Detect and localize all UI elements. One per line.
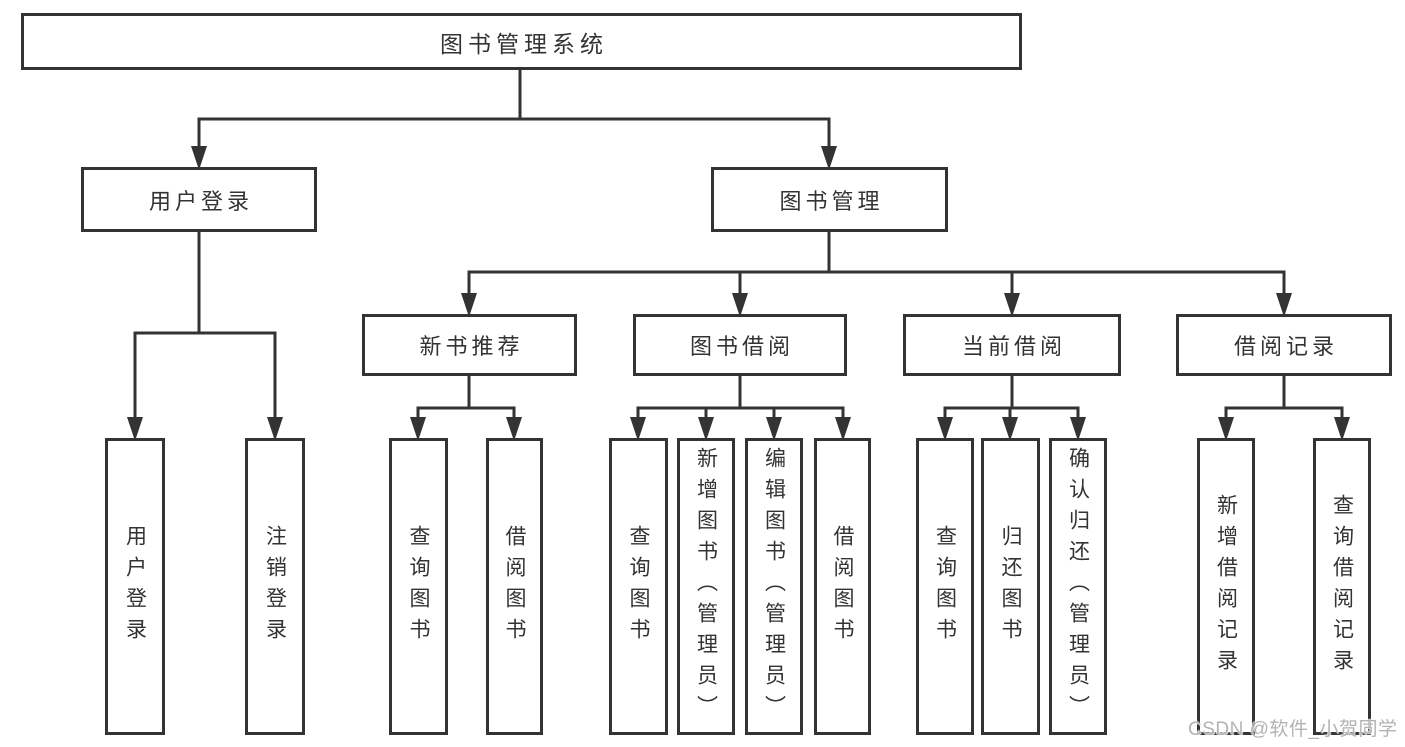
arrowhead	[835, 417, 851, 441]
leaf-borrow-book: 借阅图书	[814, 438, 871, 735]
leaf-return-book: 归还图书	[981, 438, 1040, 735]
arrowhead	[821, 146, 837, 170]
connector-book-borrowing-to-leaves	[636, 374, 845, 423]
leaf-edit-book-admin: 编辑图书（管理员）	[745, 438, 803, 735]
leaf-logout: 注销登录	[245, 438, 305, 735]
node-book-management: 图书管理	[711, 167, 948, 232]
arrowhead	[267, 417, 283, 441]
node-label: 借阅图书	[503, 524, 526, 649]
node-label: 图书管理	[779, 188, 884, 214]
leaf-add-borrow-record: 新增借阅记录	[1197, 438, 1255, 735]
leaf-borrow-book-recommend: 借阅图书	[486, 438, 543, 735]
arrowhead	[1218, 417, 1234, 441]
arrowhead	[191, 146, 207, 170]
node-user-login: 用户登录	[81, 167, 317, 232]
arrowhead	[127, 417, 143, 441]
leaf-query-book-recommend: 查询图书	[389, 438, 448, 735]
leaf-query-book-current: 查询图书	[916, 438, 974, 735]
arrowhead	[506, 417, 522, 441]
csdn-watermark: CSDN @软件_小贺同学	[1188, 719, 1398, 740]
node-label: 新书推荐	[419, 334, 524, 359]
node-label: 当前借阅	[961, 334, 1066, 359]
node-book-borrowing: 图书借阅	[633, 314, 847, 376]
leaf-confirm-return-admin: 确认归还（管理员）	[1049, 438, 1107, 735]
node-label: 查询图书	[627, 524, 650, 649]
arrowhead	[698, 417, 714, 441]
node-label: 借阅图书	[831, 524, 854, 649]
node-label: 查询借阅记录	[1330, 493, 1354, 680]
connector-book-management-to-level3	[467, 230, 1286, 299]
arrowhead	[937, 417, 953, 441]
node-label: 归还图书	[999, 524, 1022, 649]
arrowhead	[1070, 417, 1086, 441]
arrowhead	[1004, 293, 1020, 317]
node-label: 新增借阅记录	[1214, 493, 1238, 680]
node-label: 确认归还（管理员）	[1066, 447, 1090, 726]
leaf-query-book-borrowing: 查询图书	[609, 438, 668, 735]
node-current-borrowing: 当前借阅	[903, 314, 1121, 376]
arrowhead	[1276, 293, 1292, 317]
node-new-book-recommend: 新书推荐	[362, 314, 577, 376]
node-label: 查询图书	[933, 524, 957, 649]
arrowhead	[732, 293, 748, 317]
node-label: 编辑图书（管理员）	[762, 447, 786, 726]
arrowheads	[127, 146, 1350, 441]
arrowhead	[766, 417, 782, 441]
node-label: 图书管理系统	[440, 30, 608, 57]
arrowhead	[630, 417, 646, 441]
node-label: 查询图书	[407, 524, 430, 649]
arrowhead	[461, 293, 477, 317]
connector-new-book-recommend-to-leaves	[416, 374, 516, 423]
leaf-add-book-admin: 新增图书（管理员）	[677, 438, 735, 735]
node-label: 借阅记录	[1233, 334, 1338, 359]
connector-borrowing-records-to-leaves	[1224, 374, 1344, 423]
leaf-user-login: 用户登录	[105, 438, 165, 735]
node-borrowing-records: 借阅记录	[1176, 314, 1392, 376]
node-label: 新增图书（管理员）	[694, 447, 718, 726]
node-label: 用户登录	[148, 188, 253, 214]
arrowhead	[1334, 417, 1350, 441]
connector-user-login-to-leaves	[133, 230, 277, 423]
arrowhead	[1002, 417, 1018, 441]
leaf-query-borrow-record: 查询借阅记录	[1313, 438, 1371, 735]
connector-root-to-level2	[197, 68, 831, 152]
node-label: 注销登录	[263, 524, 287, 649]
node-label: 用户登录	[123, 524, 147, 649]
node-label: 图书借阅	[689, 334, 794, 359]
arrowhead	[410, 417, 426, 441]
connector-current-borrowing-to-leaves	[943, 374, 1080, 423]
node-library-management-system: 图书管理系统	[21, 13, 1022, 70]
